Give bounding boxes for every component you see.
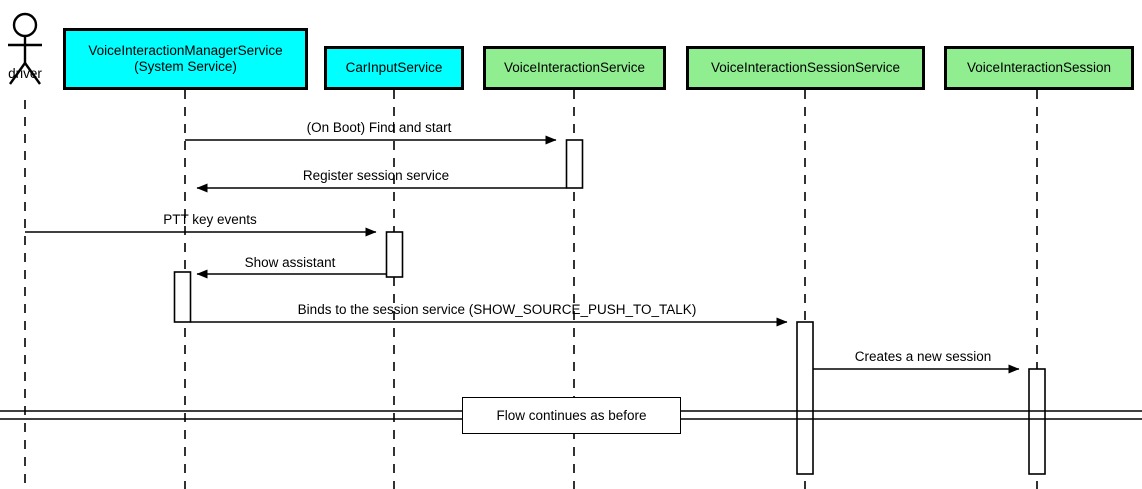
participant-label-carinputservice: CarInputService xyxy=(345,60,443,76)
activation-viss xyxy=(796,321,814,475)
activation-vims xyxy=(173,271,192,323)
participant-label-voiceinteractionservice: VoiceInteractionService xyxy=(503,60,646,76)
actor-driver-label: driver xyxy=(8,66,42,81)
message-arrows xyxy=(25,135,1020,374)
actor-driver-icon xyxy=(8,12,42,85)
participant-box-voiceinteractionsession[interactable]: VoiceInteractionSession xyxy=(944,46,1134,90)
message-label-ptt-key-events: PTT key events xyxy=(163,212,257,227)
participant-label-voiceinteractionsessionservice: VoiceInteractionSessionService xyxy=(710,60,901,76)
message-label-creates-a-new-session: Creates a new session xyxy=(854,349,992,364)
message-label-register-session-service: Register session service xyxy=(302,168,450,183)
participant-label-voiceinteractionmanagerservice: VoiceInteractionManagerService (System S… xyxy=(88,43,283,74)
participant-box-voiceinteractionsessionservice[interactable]: VoiceInteractionSessionService xyxy=(686,46,925,90)
flow-continues-note: Flow continues as before xyxy=(462,397,681,434)
participant-box-voiceinteractionservice[interactable]: VoiceInteractionService xyxy=(483,46,666,90)
message-label-show-assistant: Show assistant xyxy=(244,255,336,270)
lifelines xyxy=(24,90,1038,489)
activation-visession xyxy=(1028,368,1046,475)
flow-continues-note-label: Flow continues as before xyxy=(496,408,647,423)
message-label-on-boot-find-and-start: (On Boot) Find and start xyxy=(306,120,452,135)
activation-vis xyxy=(565,139,584,189)
participant-box-voiceinteractionmanagerservice[interactable]: VoiceInteractionManagerService (System S… xyxy=(63,28,308,90)
activation-bars xyxy=(173,139,1046,475)
participant-box-carinputservice[interactable]: CarInputService xyxy=(324,46,464,90)
activation-carinput xyxy=(385,231,404,278)
participant-label-voiceinteractionsession: VoiceInteractionSession xyxy=(966,60,1112,76)
message-label-binds-to-session-service: Binds to the session service (SHOW_SOURC… xyxy=(297,302,697,317)
flow-gap-marker xyxy=(0,410,1142,420)
